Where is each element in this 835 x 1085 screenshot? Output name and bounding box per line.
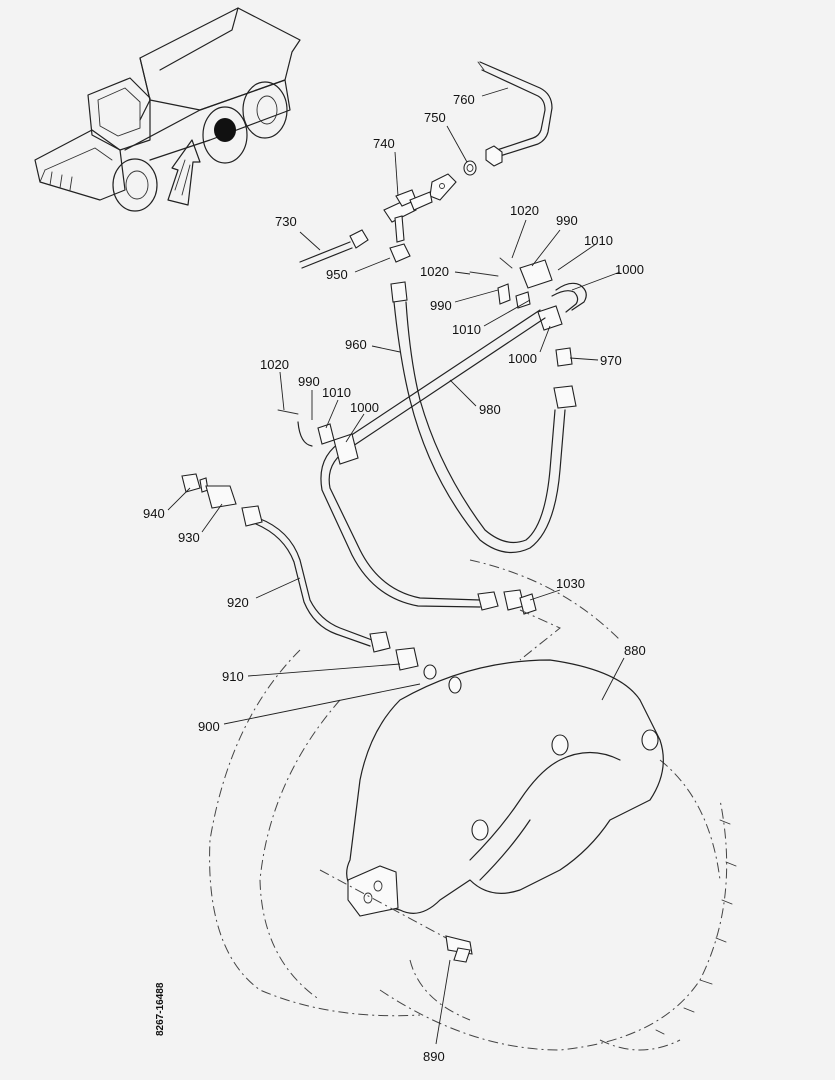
- callout-1020: 1020: [260, 357, 289, 372]
- callout-740: 740: [373, 136, 395, 151]
- callout-750: 750: [424, 110, 446, 125]
- highlight-hub-icon: [214, 118, 236, 142]
- callout-1000: 1000: [508, 351, 537, 366]
- callout-900: 900: [198, 719, 220, 734]
- fitting-910: [369, 631, 437, 680]
- callout-990: 990: [556, 213, 578, 228]
- callout-labels: 730 740 750 760 950 1020 990 1010 1000 1…: [143, 92, 646, 1064]
- fitting-940: [181, 473, 209, 493]
- callout-1030: 1030: [556, 576, 585, 591]
- tee-740: [383, 189, 433, 243]
- callout-1020: 1020: [420, 264, 449, 279]
- pipe-760: [477, 61, 553, 157]
- callout-1000: 1000: [350, 400, 379, 415]
- truck-locator-illustration: [34, 7, 301, 212]
- wheel-brake-assembly-880: [209, 559, 737, 1051]
- callout-1020: 1020: [510, 203, 539, 218]
- callout-960: 960: [345, 337, 367, 352]
- leader-lines: [167, 87, 625, 1045]
- callout-730: 730: [275, 214, 297, 229]
- callout-880: 880: [624, 643, 646, 658]
- callout-760: 760: [453, 92, 475, 107]
- callout-990: 990: [298, 374, 320, 389]
- bolt-890: [445, 935, 473, 963]
- callout-1010: 1010: [322, 385, 351, 400]
- nut-750: [429, 145, 503, 201]
- callout-1010: 1010: [452, 322, 481, 337]
- pipe-920: [255, 517, 373, 647]
- callout-990: 990: [430, 298, 452, 313]
- callout-980: 980: [479, 402, 501, 417]
- clamp-assembly-left: [277, 409, 359, 465]
- callout-940: 940: [143, 506, 165, 521]
- callout-930: 930: [178, 530, 200, 545]
- pipe-730: [299, 229, 369, 269]
- fitting-930: [205, 485, 263, 527]
- drawing-number: 8267-16488: [155, 982, 166, 1036]
- callout-970: 970: [600, 353, 622, 368]
- callout-1010: 1010: [584, 233, 613, 248]
- fitting-950: [389, 243, 411, 303]
- clamp-assembly-upper: [469, 257, 587, 331]
- elbow-1030: [503, 589, 537, 615]
- callout-910: 910: [222, 669, 244, 684]
- callout-920: 920: [227, 595, 249, 610]
- callout-1000: 1000: [615, 262, 644, 277]
- callout-890: 890: [423, 1049, 445, 1064]
- hose-960: [393, 301, 566, 554]
- callout-950: 950: [326, 267, 348, 282]
- fitting-970: [553, 347, 577, 409]
